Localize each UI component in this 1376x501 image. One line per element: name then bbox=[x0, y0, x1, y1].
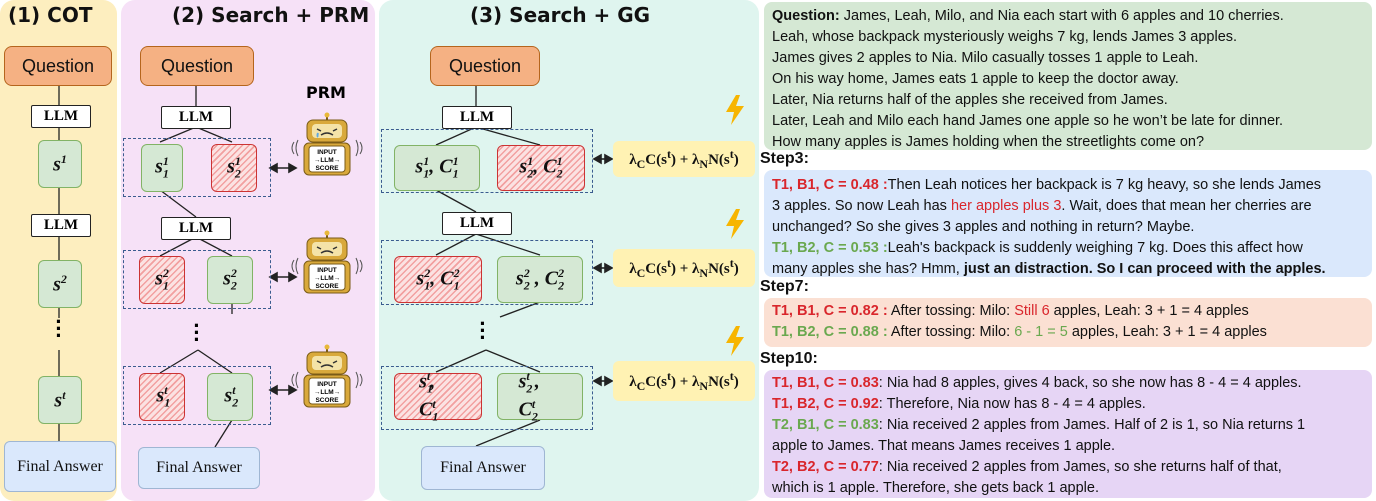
gg-step-t-2: s2t , C2t bbox=[497, 369, 583, 423]
gg-llm-node-2: LLM bbox=[442, 212, 512, 235]
cot-step-t: st bbox=[38, 376, 82, 424]
prm-step-t-1: s1t bbox=[139, 373, 185, 421]
gg-candidates-group-t bbox=[381, 366, 593, 430]
svg-text:SCORE: SCORE bbox=[315, 397, 339, 404]
svg-text:→LLM→: →LLM→ bbox=[314, 275, 340, 282]
prm-step-2-1: s12 bbox=[139, 256, 185, 304]
svg-text:INPUT: INPUT bbox=[317, 267, 337, 274]
lightning-icon bbox=[726, 209, 744, 239]
prm-candidates-group-t bbox=[123, 366, 271, 425]
cot-final-answer: Final Answer bbox=[4, 441, 116, 492]
svg-text:INPUT: INPUT bbox=[317, 149, 337, 156]
question-text-box: Question: James, Leah, Milo, and Nia eac… bbox=[764, 2, 1372, 150]
lightning-icon bbox=[726, 95, 744, 125]
cot-question-node: Question bbox=[4, 46, 112, 86]
robot-icon: INPUT →LLM→ SCORE bbox=[288, 344, 366, 410]
svg-text:INPUT: INPUT bbox=[317, 381, 337, 388]
prm-title: (2) Search + PRM bbox=[172, 3, 370, 27]
step7-box: T1, B1, C = 0.82 : After tossing: Milo: … bbox=[764, 298, 1372, 347]
gg-step-1-1: s11, C11 bbox=[394, 145, 480, 191]
gg-final-answer: Final Answer bbox=[421, 446, 545, 490]
gg-title: (3) Search + GG bbox=[470, 3, 651, 27]
cot-title: (1) COT bbox=[8, 3, 93, 27]
gg-step-t-1: s1t, C1t bbox=[394, 369, 482, 423]
gg-formula-1: λCC(st) + λNN(st) bbox=[613, 141, 755, 177]
step10-box: T1, B1, C = 0.83: Nia had 8 apples, give… bbox=[764, 370, 1372, 498]
gg-formula-3: λCC(st) + λNN(st) bbox=[613, 361, 755, 401]
step7-label: Step7: bbox=[760, 278, 809, 295]
prm-candidates-group-1 bbox=[123, 138, 271, 197]
prm-llm-node-2: LLM bbox=[161, 217, 231, 240]
cot-step-1: s1 bbox=[38, 140, 82, 188]
robot-icon: INPUT →LLM→ SCORE bbox=[288, 230, 366, 296]
robot-icon: INPUT →LLM→ SCORE bbox=[288, 112, 366, 178]
prm-final-answer: Final Answer bbox=[138, 447, 260, 489]
prm-step-2-2: s22 bbox=[207, 256, 253, 304]
cot-llm-node-1: LLM bbox=[31, 105, 91, 128]
prm-step-1-1: s11 bbox=[141, 144, 183, 192]
prm-llm-node-1: LLM bbox=[161, 106, 231, 129]
svg-text:→LLM→: →LLM→ bbox=[314, 157, 340, 164]
gg-llm-node-1: LLM bbox=[442, 106, 512, 129]
gg-formula-2: λCC(st) + λNN(st) bbox=[613, 249, 755, 287]
cot-ellipsis: ··· bbox=[55, 309, 63, 348]
gg-candidates-group-2 bbox=[381, 240, 593, 305]
gg-question-node: Question bbox=[430, 46, 540, 86]
prm-ellipsis: ··· bbox=[193, 313, 201, 352]
gg-step-2-1: s12, C12 bbox=[394, 256, 482, 303]
cot-llm-node-2: LLM bbox=[31, 214, 91, 237]
lightning-icon bbox=[726, 326, 744, 356]
question-label: Question: bbox=[772, 8, 840, 24]
prm-candidates-group-2 bbox=[123, 250, 271, 309]
gg-step-1-2: s21, C21 bbox=[497, 145, 585, 191]
svg-text:SCORE: SCORE bbox=[315, 283, 339, 290]
prm-step-t-2: s2t bbox=[207, 373, 253, 421]
gg-step-2-2: s22 , C22 bbox=[497, 256, 583, 303]
svg-text:→LLM→: →LLM→ bbox=[314, 389, 340, 396]
prm-label: PRM bbox=[306, 83, 346, 102]
gg-ellipsis: ··· bbox=[479, 311, 487, 350]
cot-step-2: s2 bbox=[38, 260, 82, 308]
step10-label: Step10: bbox=[760, 350, 818, 367]
connector-lines bbox=[58, 84, 614, 448]
step3-label: Step3: bbox=[760, 150, 809, 167]
step3-box: T1, B1, C = 0.48 :Then Leah notices her … bbox=[764, 170, 1372, 277]
gg-candidates-group-1 bbox=[381, 129, 593, 193]
svg-text:SCORE: SCORE bbox=[315, 165, 339, 172]
prm-question-node: Question bbox=[140, 46, 254, 86]
prm-step-1-2: s21 bbox=[211, 144, 257, 192]
